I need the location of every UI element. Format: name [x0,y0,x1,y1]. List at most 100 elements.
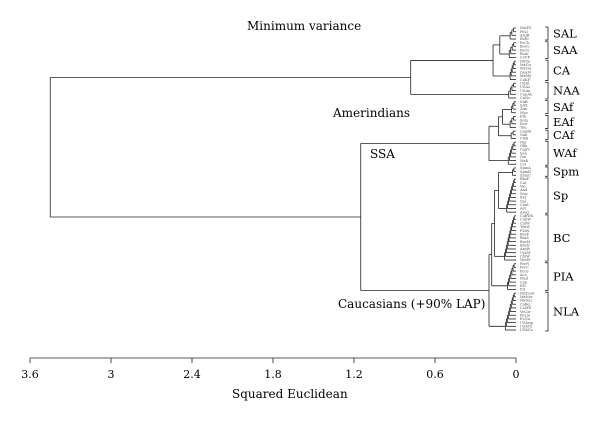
leaf-labels: NmPSPeLiArgBBoScPeChBoCoPeCuBoAiCoVPMxTa… [519,26,535,332]
leaf-label: CanAb [520,92,533,96]
group-label-bc: BC [553,231,571,245]
x-tick-label: 1.2 [345,368,363,381]
leaf-label: SpmA [520,166,531,170]
x-tick-label: 3 [108,368,115,381]
leaf-label: PorC [520,266,529,270]
leaf-label: FloW [520,229,530,233]
leaf-label: PeCh [520,41,530,45]
leaf-label: Cot [520,162,527,166]
leaf-label: CoKP [520,78,531,82]
leaf-label: CamB [520,129,531,133]
group-bracket [545,59,549,81]
leaf-label: Gab [520,133,528,137]
group-label-waf: WAf [553,146,577,160]
x-tick-label: 0 [513,368,520,381]
x-axis-label: Squared Euclidean [232,387,348,401]
x-tick-label: 3.6 [21,368,39,381]
leaf-label: BraM [520,240,531,244]
leaf-label: SpmB [520,170,531,174]
leaf-label: CoMd [520,306,532,310]
leaf-label: MxCent [520,291,535,295]
group-label-sp: Sp [553,189,568,203]
dendrogram-tree [49,27,516,331]
leaf-label: ArgB [519,34,530,38]
leaf-label: Tan [520,126,527,130]
leaf-label: Cant [520,203,529,207]
x-tick-label: 0.6 [426,368,444,381]
group-bracket [545,81,549,100]
group-label-saa: SAA [553,43,578,57]
leaf-label: CnNs [520,96,530,100]
leaf-label: CapV [520,148,530,152]
leaf-label: Gha [520,144,528,148]
leaf-label: MxNor [520,295,533,299]
leaf-label: Ken [520,122,528,126]
leaf-label: BoSc [520,37,529,41]
leaf-label: BraP [520,232,530,236]
group-label-caf: CAf [553,128,575,142]
leaf-label: MxTa [520,59,531,63]
leaf-label: Som [520,118,529,122]
leaf-label: SpmC [520,174,531,178]
leaf-label: Moz [520,111,528,115]
leaf-label: Mur [520,192,528,196]
leaf-label: UShCa [520,328,534,332]
group-bracket [545,100,549,115]
leaf-label: TexW [520,225,530,229]
leaf-label: ItS [520,288,526,292]
leaf-label: CoBg [520,302,531,306]
leaf-label: CabWh [520,214,534,218]
leaf-label: Zim [520,107,528,111]
leaf-label: And [519,188,528,192]
leaf-label: Sen [520,151,528,155]
leaf-label: SAX [520,104,528,108]
leaf-label: MxOa [520,67,532,71]
leaf-label: Mali [520,159,529,163]
leaf-label: CAR [520,137,528,141]
group-label-pia: PIA [553,270,574,284]
cluster-label-ssa: SSA [370,147,395,161]
group-label-saf: SAf [553,100,574,114]
leaf-label: ItN [520,284,526,288]
group-label-sal: SAL [553,27,577,41]
leaf-label: PorS [520,269,529,273]
group-bracket [545,129,549,140]
leaf-label: MxSur [520,299,532,303]
leaf-label: SAfr [520,100,528,104]
leaf-label: Mad [520,277,529,281]
chart-title: Minimum variance [247,19,361,33]
leaf-label: EcQu [520,317,531,321]
leaf-label: VenW [519,258,531,262]
leaf-label: Gal [520,199,527,203]
cluster-label-amerindians: Amerindians [332,106,410,120]
leaf-label: ArgW [519,247,531,251]
group-label-naa: NAA [553,84,580,98]
leaf-label: CalW [520,221,530,225]
group-label-nla: NLA [553,305,580,319]
leaf-label: NmPS [520,26,532,30]
leaf-label: PorN [520,262,529,266]
leaf-label: BraN [520,243,530,247]
leaf-label: PeCu [520,48,530,52]
group-bracket [545,262,549,291]
leaf-label: USAl [520,81,530,85]
leaf-label: PeLm [520,313,531,317]
leaf-label: Can [520,280,528,284]
group-label-eaf: EAf [553,115,574,129]
leaf-label: UShTx [520,325,532,329]
leaf-label: Gui [520,155,527,159]
group-bracket [545,214,549,262]
leaf-label: ChiW [520,255,530,259]
leaf-label: BoCo [520,45,530,49]
group-label-spm: Spm [553,165,579,179]
group-bracket [545,114,549,129]
group-bracket [545,166,549,177]
leaf-label: Nig [520,140,527,144]
leaf-label: CoVP [520,56,531,60]
leaf-label: UruW [520,251,531,255]
leaf-label: Eth [520,115,527,119]
leaf-label: USAz [520,85,530,89]
x-tick-label: 1.8 [264,368,282,381]
group-bracket [545,26,549,41]
